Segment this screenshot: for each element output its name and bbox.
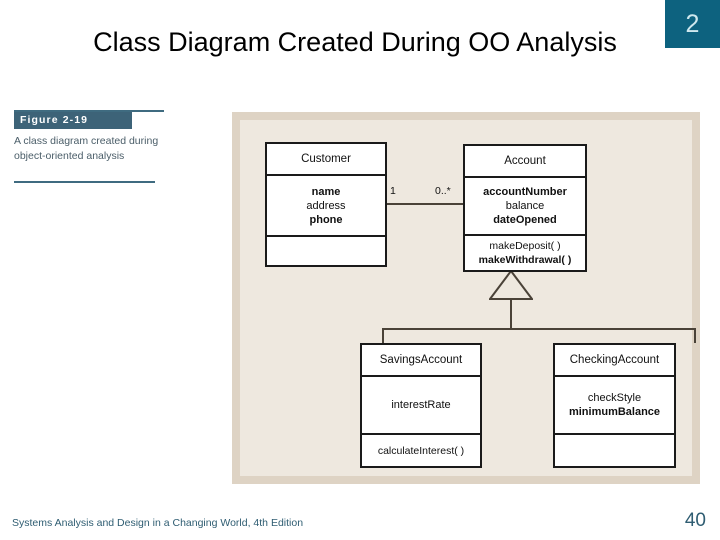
multiplicity-customer-side: 1	[390, 185, 396, 197]
generalization-drop-checking	[694, 328, 696, 343]
figure-image-panel: 1 0..* Customer name address phone Accou…	[232, 112, 700, 484]
figure-rule-bottom	[14, 181, 155, 183]
generalization-horizontal-line	[382, 328, 696, 330]
chapter-number-badge: 2	[665, 0, 720, 48]
uml-operation: makeDeposit( )	[489, 240, 561, 252]
uml-attributes-customer: name address phone	[267, 176, 385, 237]
generalization-drop-savings	[382, 328, 384, 343]
uml-class-name-savings-account: SavingsAccount	[362, 345, 480, 377]
figure-description: A class diagram created during object-or…	[14, 135, 159, 162]
association-line-customer-account	[387, 203, 463, 205]
generalization-trunk-line	[510, 299, 512, 329]
uml-attribute: interestRate	[391, 399, 451, 411]
figure-number-label: Figure 2-19	[14, 112, 132, 129]
uml-attribute: minimumBalance	[568, 406, 661, 418]
generalization-triangle-icon	[489, 270, 533, 300]
uml-class-customer[interactable]: Customer name address phone	[265, 142, 387, 267]
uml-attribute: checkStyle	[587, 392, 642, 404]
uml-class-account[interactable]: Account accountNumber balance dateOpened…	[463, 144, 587, 272]
uml-attributes-account: accountNumber balance dateOpened	[465, 178, 585, 236]
slide-page-number: 40	[684, 510, 706, 531]
uml-class-name-checking-account: CheckingAccount	[555, 345, 674, 377]
figure-rule-top	[14, 110, 164, 112]
uml-attributes-checking-account: checkStyle minimumBalance	[555, 377, 674, 435]
multiplicity-account-side: 0..*	[435, 185, 451, 197]
uml-operations-savings-account: calculateInterest( )	[362, 435, 480, 466]
uml-class-name-account: Account	[465, 146, 585, 178]
uml-operations-customer	[267, 237, 385, 265]
footer-citation: Systems Analysis and Design in a Changin…	[12, 517, 304, 529]
uml-attributes-savings-account: interestRate	[362, 377, 480, 435]
uml-operation: calculateInterest( )	[377, 444, 465, 457]
uml-attribute: accountNumber	[483, 186, 567, 198]
uml-operation: makeWithdrawal( )	[478, 254, 572, 266]
diagram-canvas: 1 0..* Customer name address phone Accou…	[240, 120, 696, 476]
uml-attribute: address	[306, 199, 346, 212]
uml-attribute: name	[311, 185, 341, 198]
uml-attribute: dateOpened	[493, 214, 557, 226]
uml-class-checking-account[interactable]: CheckingAccount checkStyle minimumBalanc…	[553, 343, 676, 468]
uml-attribute: phone	[309, 213, 343, 226]
uml-class-savings-account[interactable]: SavingsAccount interestRate calculateInt…	[360, 343, 482, 468]
page-title: Class Diagram Created During OO Analysis	[93, 27, 617, 57]
uml-class-name-customer: Customer	[267, 144, 385, 176]
uml-operations-checking-account	[555, 435, 674, 466]
uml-operations-account: makeDeposit( ) makeWithdrawal( )	[465, 236, 585, 270]
uml-attribute: balance	[505, 200, 545, 212]
